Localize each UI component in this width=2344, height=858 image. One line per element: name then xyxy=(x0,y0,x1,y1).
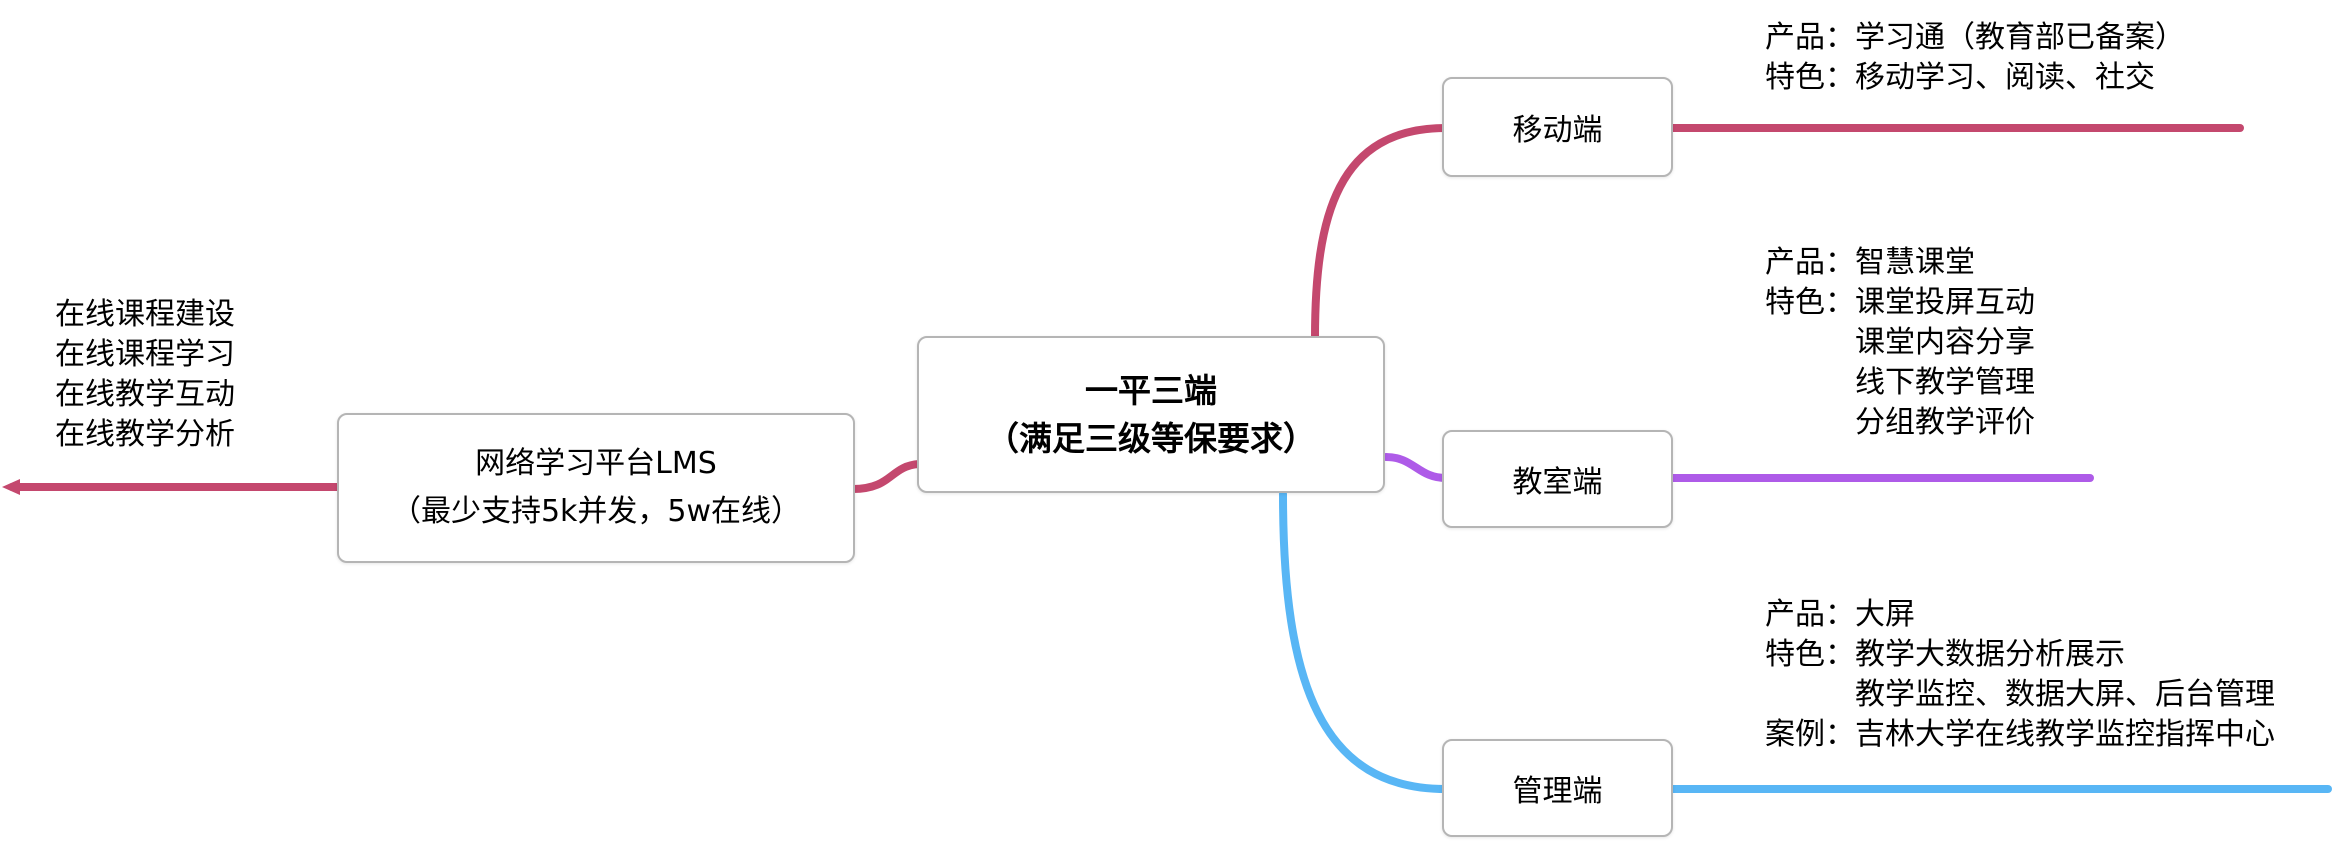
annotation-line: 特色：移动学习、阅读、社交 xyxy=(1765,60,2155,95)
annotation-line: 分组教学评价 xyxy=(1855,405,2035,440)
annotation-line: 线下教学管理 xyxy=(1855,365,2035,400)
root-note-line: 在线教学分析 xyxy=(55,417,235,452)
root-note-line: 在线课程建设 xyxy=(55,297,235,332)
node-admin-label: 管理端 xyxy=(1512,774,1603,809)
annotation-line: 特色：教学大数据分析展示 xyxy=(1765,637,2125,672)
node-admin[interactable]: 管理端 xyxy=(1442,739,1673,837)
node-classroom[interactable]: 教室端 xyxy=(1442,430,1673,528)
node-mobile[interactable]: 移动端 xyxy=(1442,77,1673,177)
connector-lms-center xyxy=(849,460,923,493)
node-lms-subtitle: （最少支持5k并发，5w在线） xyxy=(390,494,802,529)
node-lms-title: 网络学习平台LMS xyxy=(475,446,717,481)
root-note-line: 在线课程学习 xyxy=(55,337,235,372)
node-lms[interactable]: 网络学习平台LMS （最少支持5k并发，5w在线） xyxy=(337,413,855,563)
node-center-subtitle: （满足三级等保要求） xyxy=(986,418,1316,458)
annotation-line: 教学监控、数据大屏、后台管理 xyxy=(1855,677,2275,712)
annotation-line: 课堂内容分享 xyxy=(1855,325,2035,360)
annotation-classroom[interactable]: 产品：智慧课堂 特色：课堂投屏互动 课堂内容分享 线下教学管理 分组教学评价 xyxy=(1765,243,2035,443)
connector-center-classroom xyxy=(1382,453,1450,482)
annotation-admin[interactable]: 产品：大屏 特色：教学大数据分析展示 教学监控、数据大屏、后台管理 案例：吉林大… xyxy=(1765,595,2275,755)
annotation-line: 案例：吉林大学在线教学监控指挥中心 xyxy=(1765,717,2275,752)
annotation-line: 特色：课堂投屏互动 xyxy=(1765,285,2035,320)
connector-center-admin xyxy=(1279,490,1450,793)
root-note-line: 在线教学互动 xyxy=(55,377,235,412)
annotation-mobile[interactable]: 产品：学习通（教育部已备案） 特色：移动学习、阅读、社交 xyxy=(1765,18,2185,98)
annotation-line: 产品：大屏 xyxy=(1765,597,1915,632)
annotation-line: 产品：智慧课堂 xyxy=(1765,245,1975,280)
node-center-title: 一平三端 xyxy=(1085,370,1217,410)
annotation-line: 产品：学习通（教育部已备案） xyxy=(1765,20,2185,55)
root-notes[interactable]: 在线课程建设 在线课程学习 在线教学互动 在线教学分析 xyxy=(55,295,235,455)
node-center[interactable]: 一平三端 （满足三级等保要求） xyxy=(917,336,1385,493)
node-classroom-label: 教室端 xyxy=(1512,465,1603,500)
node-mobile-label: 移动端 xyxy=(1512,113,1603,148)
connector-center-mobile xyxy=(1311,124,1450,342)
